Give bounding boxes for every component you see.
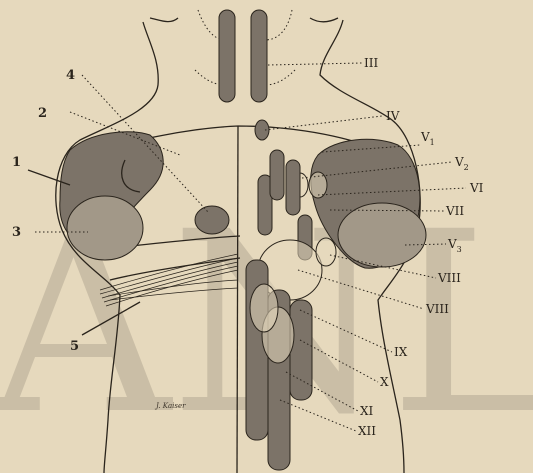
label-viii-a: VIII xyxy=(437,271,461,285)
central-nucleus xyxy=(195,206,229,234)
label-4: 4 xyxy=(66,68,75,83)
label-1: 1 xyxy=(12,155,21,170)
label-viii-b: VIII xyxy=(425,302,449,316)
label-iii: III xyxy=(364,56,378,70)
label-ix: IX xyxy=(394,345,408,359)
label-x: X xyxy=(380,375,389,389)
label-xii: XII xyxy=(358,424,376,438)
label-3: 3 xyxy=(12,225,21,240)
label-v2: V2 xyxy=(454,155,469,172)
engraver-signature: J. Kaiser xyxy=(154,402,186,410)
label-xi: XI xyxy=(360,404,374,418)
label-2: 2 xyxy=(38,106,47,121)
label-v1: V1 xyxy=(420,130,435,147)
label-vi: VI xyxy=(469,181,484,195)
label-vii: VII xyxy=(445,204,464,218)
label-5: 5 xyxy=(70,339,79,354)
nerve-iii-columns xyxy=(219,10,267,102)
dotted-outlines xyxy=(195,10,295,85)
label-iv: IV xyxy=(386,109,400,123)
